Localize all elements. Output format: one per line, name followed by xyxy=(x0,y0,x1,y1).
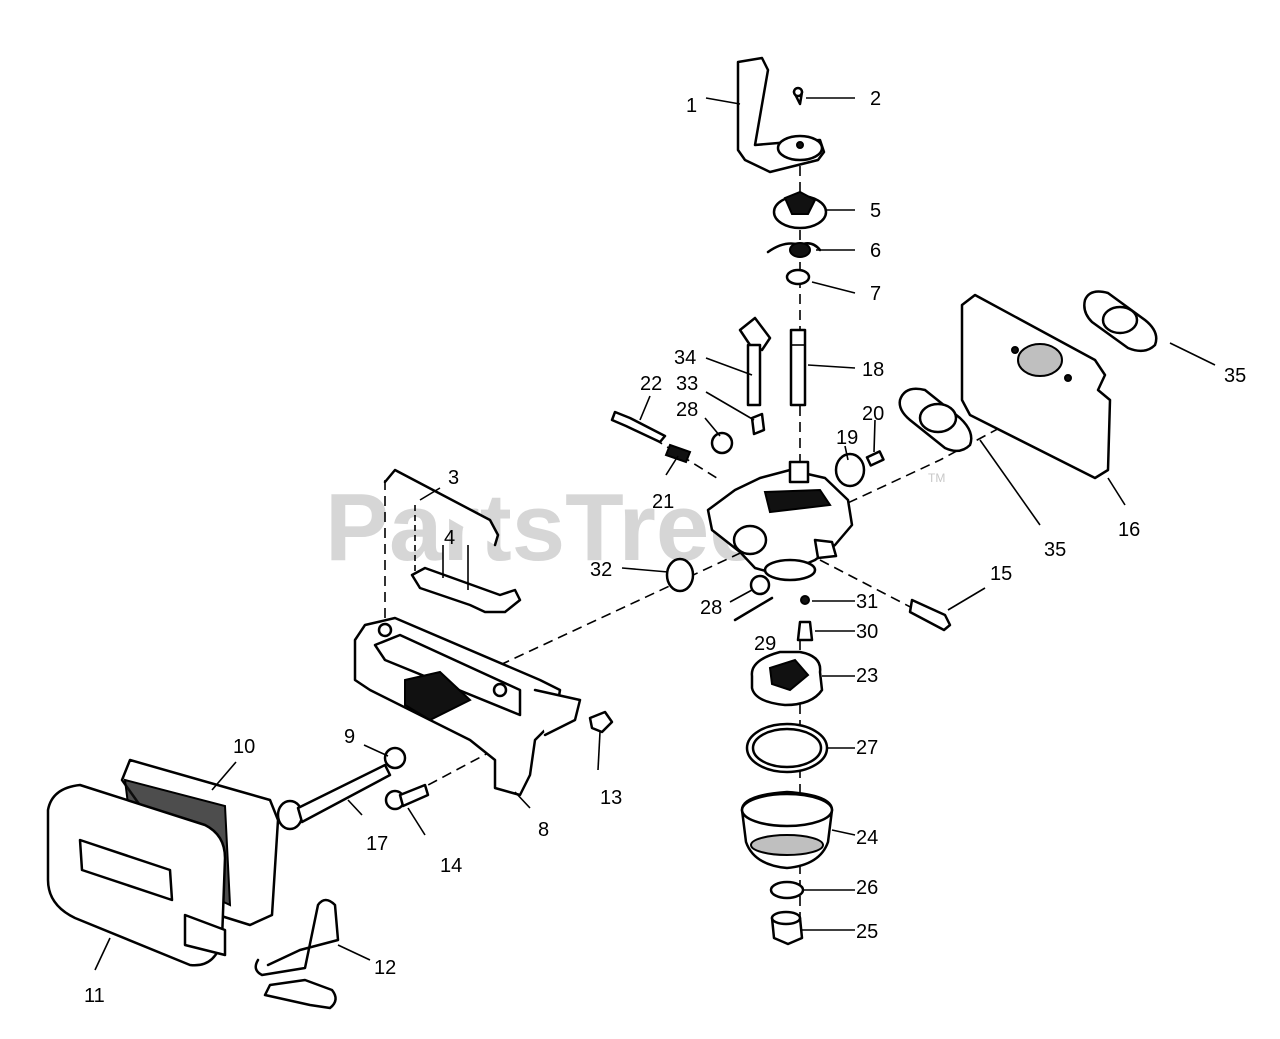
part-12-bracket[interactable] xyxy=(254,898,340,1010)
callout-2: 2 xyxy=(870,88,881,110)
part-35-gasket-right[interactable] xyxy=(1083,290,1158,353)
callout-29: 29 xyxy=(754,633,776,655)
callout-1: 1 xyxy=(686,95,697,117)
part-26-bowl-washer[interactable] xyxy=(769,880,805,900)
part-1-throttle-lever[interactable] xyxy=(736,56,826,174)
part-9-spacer[interactable] xyxy=(383,746,407,770)
part-17-long-screw[interactable] xyxy=(276,763,392,831)
watermark-trademark: TM xyxy=(928,471,945,485)
callout-35-right: 35 xyxy=(1224,365,1246,387)
part-22-idle-needle[interactable] xyxy=(610,410,667,444)
part-31-pin[interactable] xyxy=(800,595,810,605)
callout-13: 13 xyxy=(600,787,622,809)
part-3-wire-bracket[interactable] xyxy=(383,468,500,575)
callout-7: 7 xyxy=(870,283,881,305)
callout-21: 21 xyxy=(652,491,674,513)
part-16-heat-shield-plate[interactable] xyxy=(960,293,1112,480)
callout-30: 30 xyxy=(856,621,878,643)
callout-6: 6 xyxy=(870,240,881,262)
part-19-choke-plate[interactable] xyxy=(834,452,866,488)
part-30-needle-valve[interactable] xyxy=(796,620,814,642)
part-2-screw[interactable] xyxy=(792,86,804,106)
callout-27: 27 xyxy=(856,737,878,759)
part-35-gasket-left[interactable] xyxy=(898,387,973,453)
callout-12: 12 xyxy=(374,957,396,979)
part-14-screw[interactable] xyxy=(384,783,430,811)
callout-17: 17 xyxy=(366,833,388,855)
callout-8: 8 xyxy=(538,819,549,841)
part-28-welch-plug-lower[interactable] xyxy=(749,574,771,596)
callout-11: 11 xyxy=(84,985,105,1007)
callout-34: 34 xyxy=(674,347,696,369)
callout-3: 3 xyxy=(448,467,459,489)
callout-15: 15 xyxy=(990,563,1012,585)
part-15-float-pin[interactable] xyxy=(908,598,952,632)
callout-28-lower: 28 xyxy=(700,597,722,619)
part-32-throttle-plate[interactable] xyxy=(665,557,695,593)
part-18-throttle-shaft[interactable] xyxy=(789,328,807,407)
callout-35-left: 35 xyxy=(1044,539,1066,561)
leader-lines xyxy=(94,97,1216,971)
callout-16: 16 xyxy=(1118,519,1140,541)
callout-28-upper: 28 xyxy=(676,399,698,421)
carburetor-body[interactable] xyxy=(706,460,854,582)
part-4-retainer-clip[interactable] xyxy=(410,545,522,614)
part-33-choke-spring[interactable] xyxy=(750,412,766,436)
callout-5: 5 xyxy=(870,200,881,222)
part-28-welch-plug-upper[interactable] xyxy=(710,431,734,455)
callout-10: 10 xyxy=(233,736,255,758)
callout-32: 32 xyxy=(590,559,612,581)
part-20-plug[interactable] xyxy=(865,450,885,467)
callout-4: 4 xyxy=(444,527,455,549)
callout-9: 9 xyxy=(344,726,355,748)
part-27-float-bowl-gasket[interactable] xyxy=(745,722,829,774)
callout-23: 23 xyxy=(856,665,878,687)
callout-19: 19 xyxy=(836,427,858,449)
watermark-text: PartsTree xyxy=(325,474,763,581)
part-11-filter-cover[interactable] xyxy=(46,783,227,967)
callout-24: 24 xyxy=(856,827,878,849)
callout-18: 18 xyxy=(862,359,884,381)
part-13-nut[interactable] xyxy=(588,710,614,734)
callout-20: 20 xyxy=(862,403,884,425)
part-6-spring[interactable] xyxy=(766,242,822,258)
part-5-throttle-cam[interactable] xyxy=(772,190,828,230)
callout-26: 26 xyxy=(856,877,878,899)
part-8-air-filter-base[interactable] xyxy=(353,616,582,797)
part-29-inlet-needle[interactable] xyxy=(733,596,774,622)
callout-31: 31 xyxy=(856,591,878,613)
callout-labels: 1 2 3 4 5 6 7 8 9 10 11 12 13 14 15 16 1… xyxy=(84,88,1246,1007)
part-23-float[interactable] xyxy=(750,650,824,707)
part-25-bowl-nut[interactable] xyxy=(770,910,804,946)
callout-14: 14 xyxy=(440,855,462,877)
callout-25: 25 xyxy=(856,921,878,943)
part-24-float-bowl[interactable] xyxy=(740,790,834,870)
part-21-spring[interactable] xyxy=(664,443,692,464)
callout-22: 22 xyxy=(640,373,662,395)
callout-33: 33 xyxy=(676,373,698,395)
part-34-choke-shaft[interactable] xyxy=(738,316,772,407)
part-7-washer[interactable] xyxy=(785,268,811,286)
